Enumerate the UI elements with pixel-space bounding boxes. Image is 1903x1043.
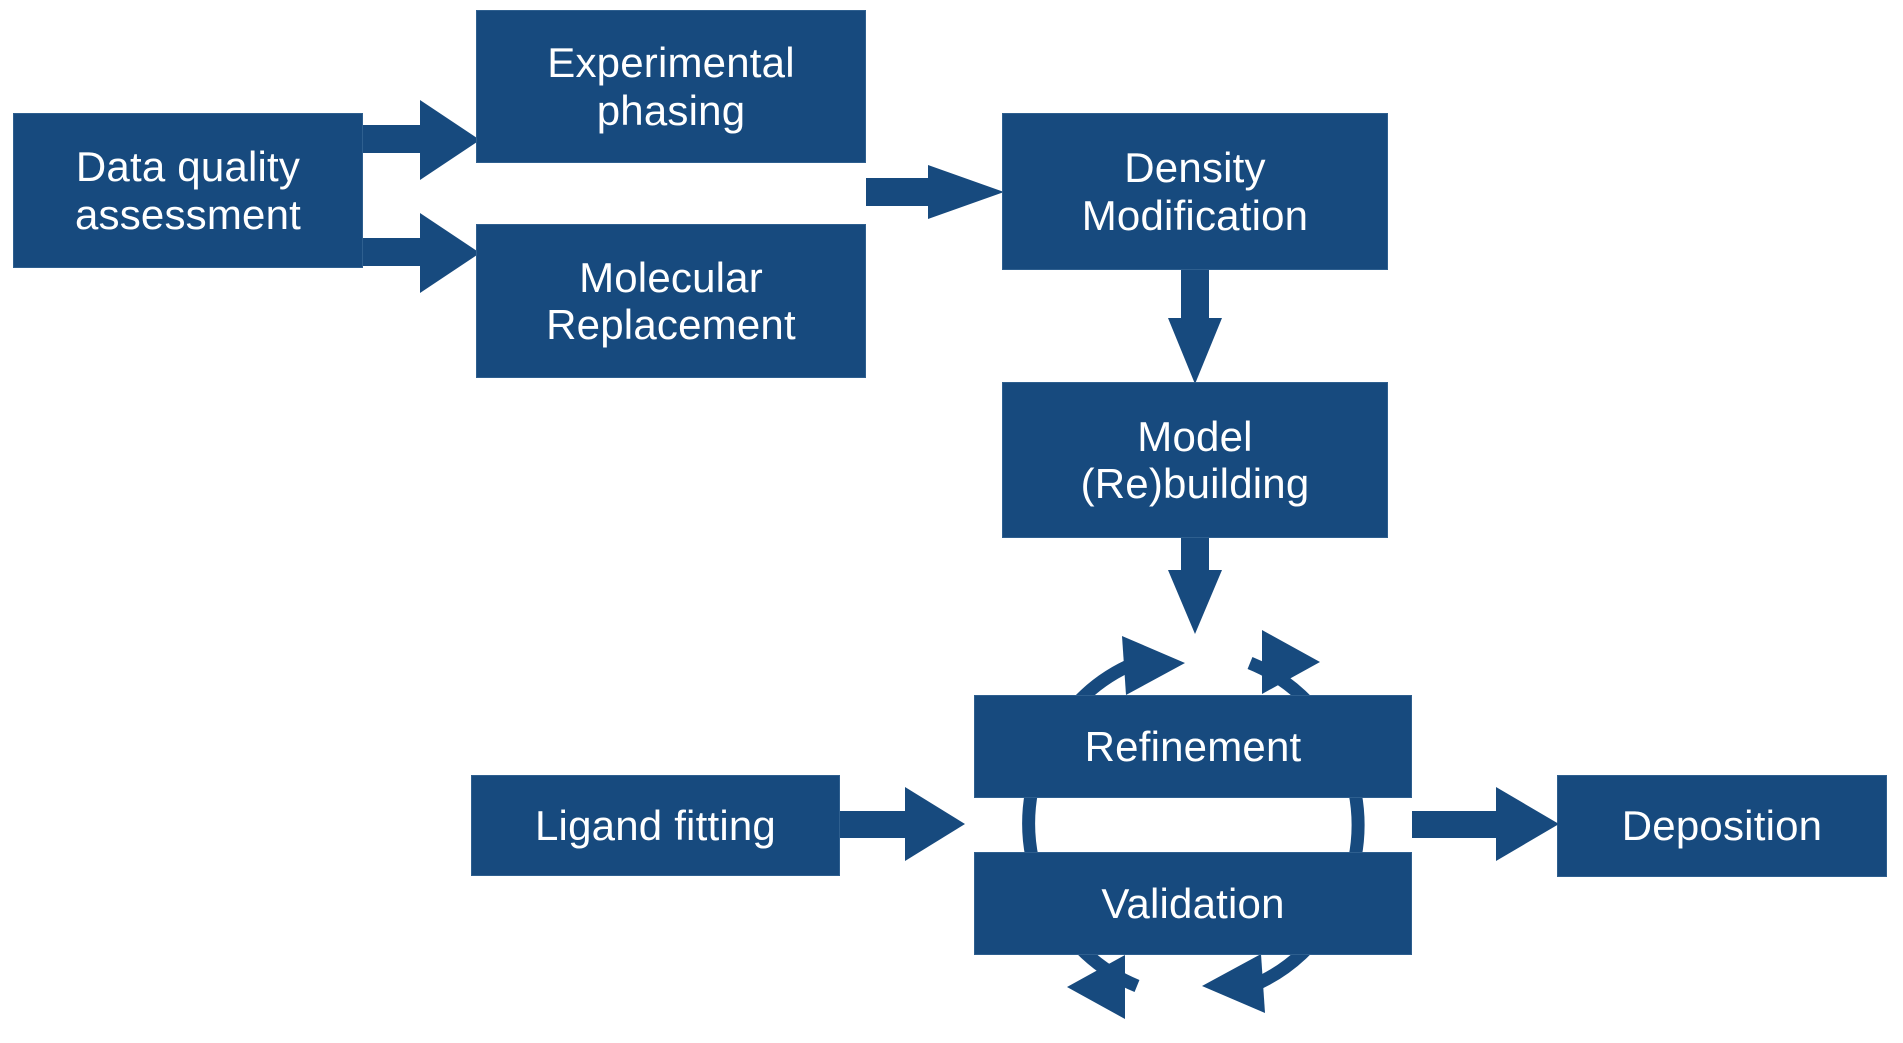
node-data-quality-assessment[interactable]: Data quality assessment [13,113,363,268]
node-model-rebuilding[interactable]: Model (Re)building [1002,382,1388,538]
node-density-modification[interactable]: Density Modification [1002,113,1388,270]
node-label: Deposition [1621,802,1823,850]
arrow-model-to-refinement [1168,536,1222,634]
node-deposition[interactable]: Deposition [1557,775,1887,877]
arrow-density-to-model [1168,268,1222,384]
arrow-cycle-to-deposition [1412,787,1559,861]
node-molecular-replacement[interactable]: Molecular Replacement [476,224,866,378]
arrow-ligand-to-cycle [840,787,965,861]
arrow-phasing-to-density [866,165,1004,219]
node-refinement[interactable]: Refinement [974,695,1412,798]
node-label: Experimental phasing [547,39,795,134]
node-label: Ligand fitting [535,801,776,849]
node-label: Model (Re)building [1080,412,1310,507]
node-label: Data quality assessment [74,143,302,238]
node-label: Density Modification [1081,144,1309,239]
node-label: Refinement [1084,722,1302,770]
arrow-data-quality-to-molecular [360,213,480,293]
node-ligand-fitting[interactable]: Ligand fitting [471,775,840,876]
arrow-data-quality-to-experimental [360,100,480,180]
node-experimental-phasing[interactable]: Experimental phasing [476,10,866,163]
node-validation[interactable]: Validation [974,852,1412,955]
node-label: Validation [1101,879,1285,927]
node-label: Molecular Replacement [546,253,796,348]
